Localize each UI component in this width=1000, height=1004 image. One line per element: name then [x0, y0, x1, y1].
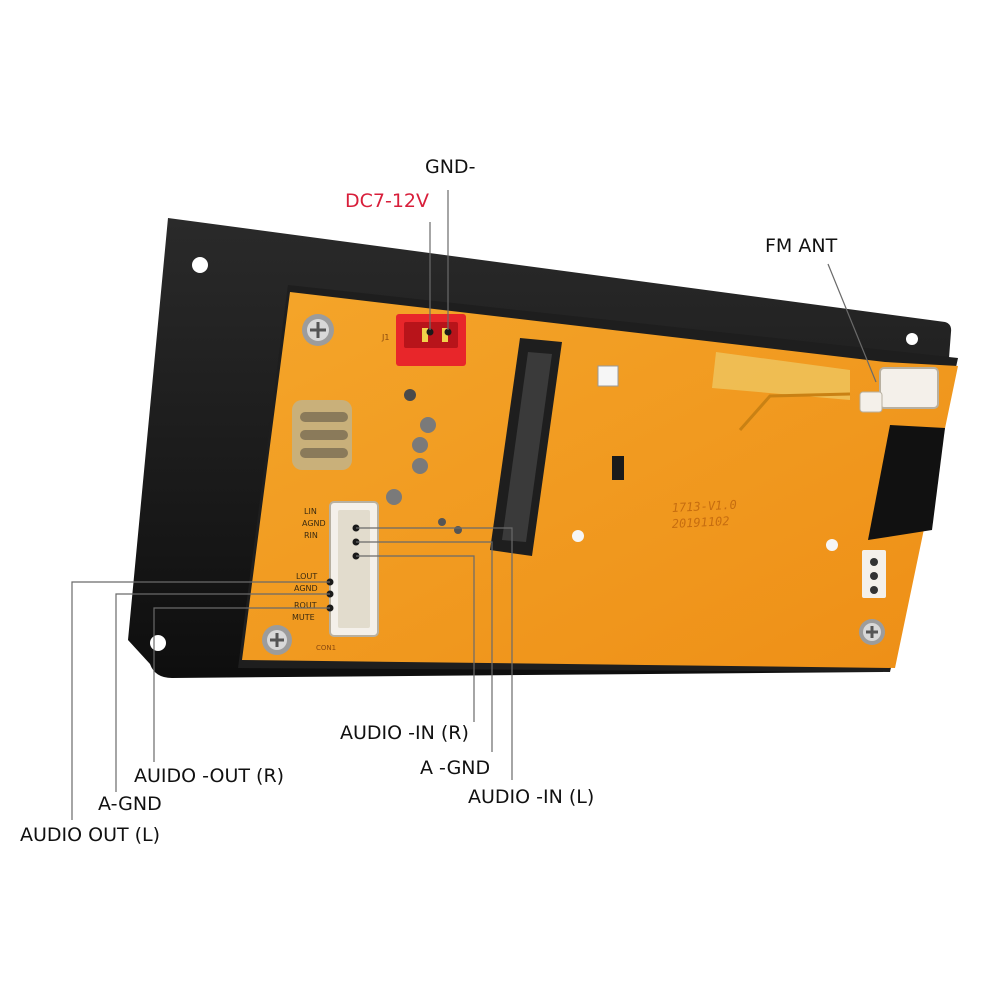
three-pin-header — [862, 550, 886, 598]
board-date-text: 20191102 — [671, 514, 729, 531]
power-connector — [396, 314, 466, 366]
pin-label-lin: LIN — [304, 507, 317, 516]
component-jumper — [612, 456, 624, 480]
label-a-gnd-out: A-GND — [98, 793, 162, 815]
component-c5 — [386, 489, 402, 505]
leader-fm-ant — [827, 263, 877, 383]
screw-bottom-right — [859, 619, 885, 645]
component-c1 — [404, 389, 416, 401]
leader-a-gnd-out — [115, 593, 330, 792]
power-ref-text: J1 — [381, 333, 389, 342]
component-c4 — [412, 458, 428, 474]
pin-label-rout: ROUT — [294, 601, 317, 610]
antenna-pad — [712, 352, 850, 400]
component-c8 — [572, 530, 584, 542]
leader-audio-in-l — [356, 527, 513, 780]
component-switch — [597, 365, 619, 387]
label-a-gnd-in: A -GND — [420, 757, 491, 779]
component-c3 — [412, 437, 428, 453]
power-pin-dot-2 — [444, 328, 452, 336]
component-c6 — [438, 518, 446, 526]
screw-bottom-left — [262, 625, 292, 655]
mounting-hole-bottom-left — [150, 635, 166, 651]
label-gnd: GND- — [425, 156, 476, 178]
mounting-hole-top-right — [906, 333, 918, 345]
leader-audio-in-r — [356, 555, 475, 722]
component-c9 — [826, 539, 838, 551]
mounting-hole-top-left — [192, 257, 208, 273]
pin-label-mute: MUTE — [292, 613, 315, 622]
screw-top-left — [302, 314, 334, 346]
pin-label-agnd-in: AGND — [302, 519, 326, 528]
label-fm-ant: FM ANT — [765, 235, 838, 257]
power-pin-dot-1 — [426, 328, 434, 336]
label-dc-power: DC7-12V — [345, 190, 430, 212]
audio-connector — [329, 501, 379, 637]
antenna-trace — [738, 392, 851, 431]
pin-label-lout: LOUT — [296, 572, 317, 581]
label-audio-in-l: AUDIO -IN (L) — [468, 786, 595, 808]
fm-antenna-connector — [859, 367, 939, 413]
pcb-cutout — [868, 425, 945, 540]
leader-audio-out-r — [153, 607, 330, 762]
board-version-text: 1713-V1.0 — [671, 498, 737, 515]
component-c2 — [420, 417, 436, 433]
pin-label-rin: RIN — [304, 531, 318, 540]
leader-lines — [71, 190, 877, 820]
leader-a-gnd-in — [356, 541, 493, 752]
component-c7 — [454, 526, 462, 534]
label-audio-out-r: AUIDO -OUT (R) — [134, 765, 285, 787]
inductor-coil — [292, 400, 352, 470]
ribbon-connector — [490, 338, 562, 556]
io-ref-text: CON1 — [316, 644, 336, 652]
pin-label-agnd-out: AGND — [294, 584, 318, 593]
label-audio-out-l: AUDIO OUT (L) — [20, 824, 161, 846]
leader-audio-out-l — [71, 581, 330, 820]
label-audio-in-r: AUDIO -IN (R) — [340, 722, 469, 744]
